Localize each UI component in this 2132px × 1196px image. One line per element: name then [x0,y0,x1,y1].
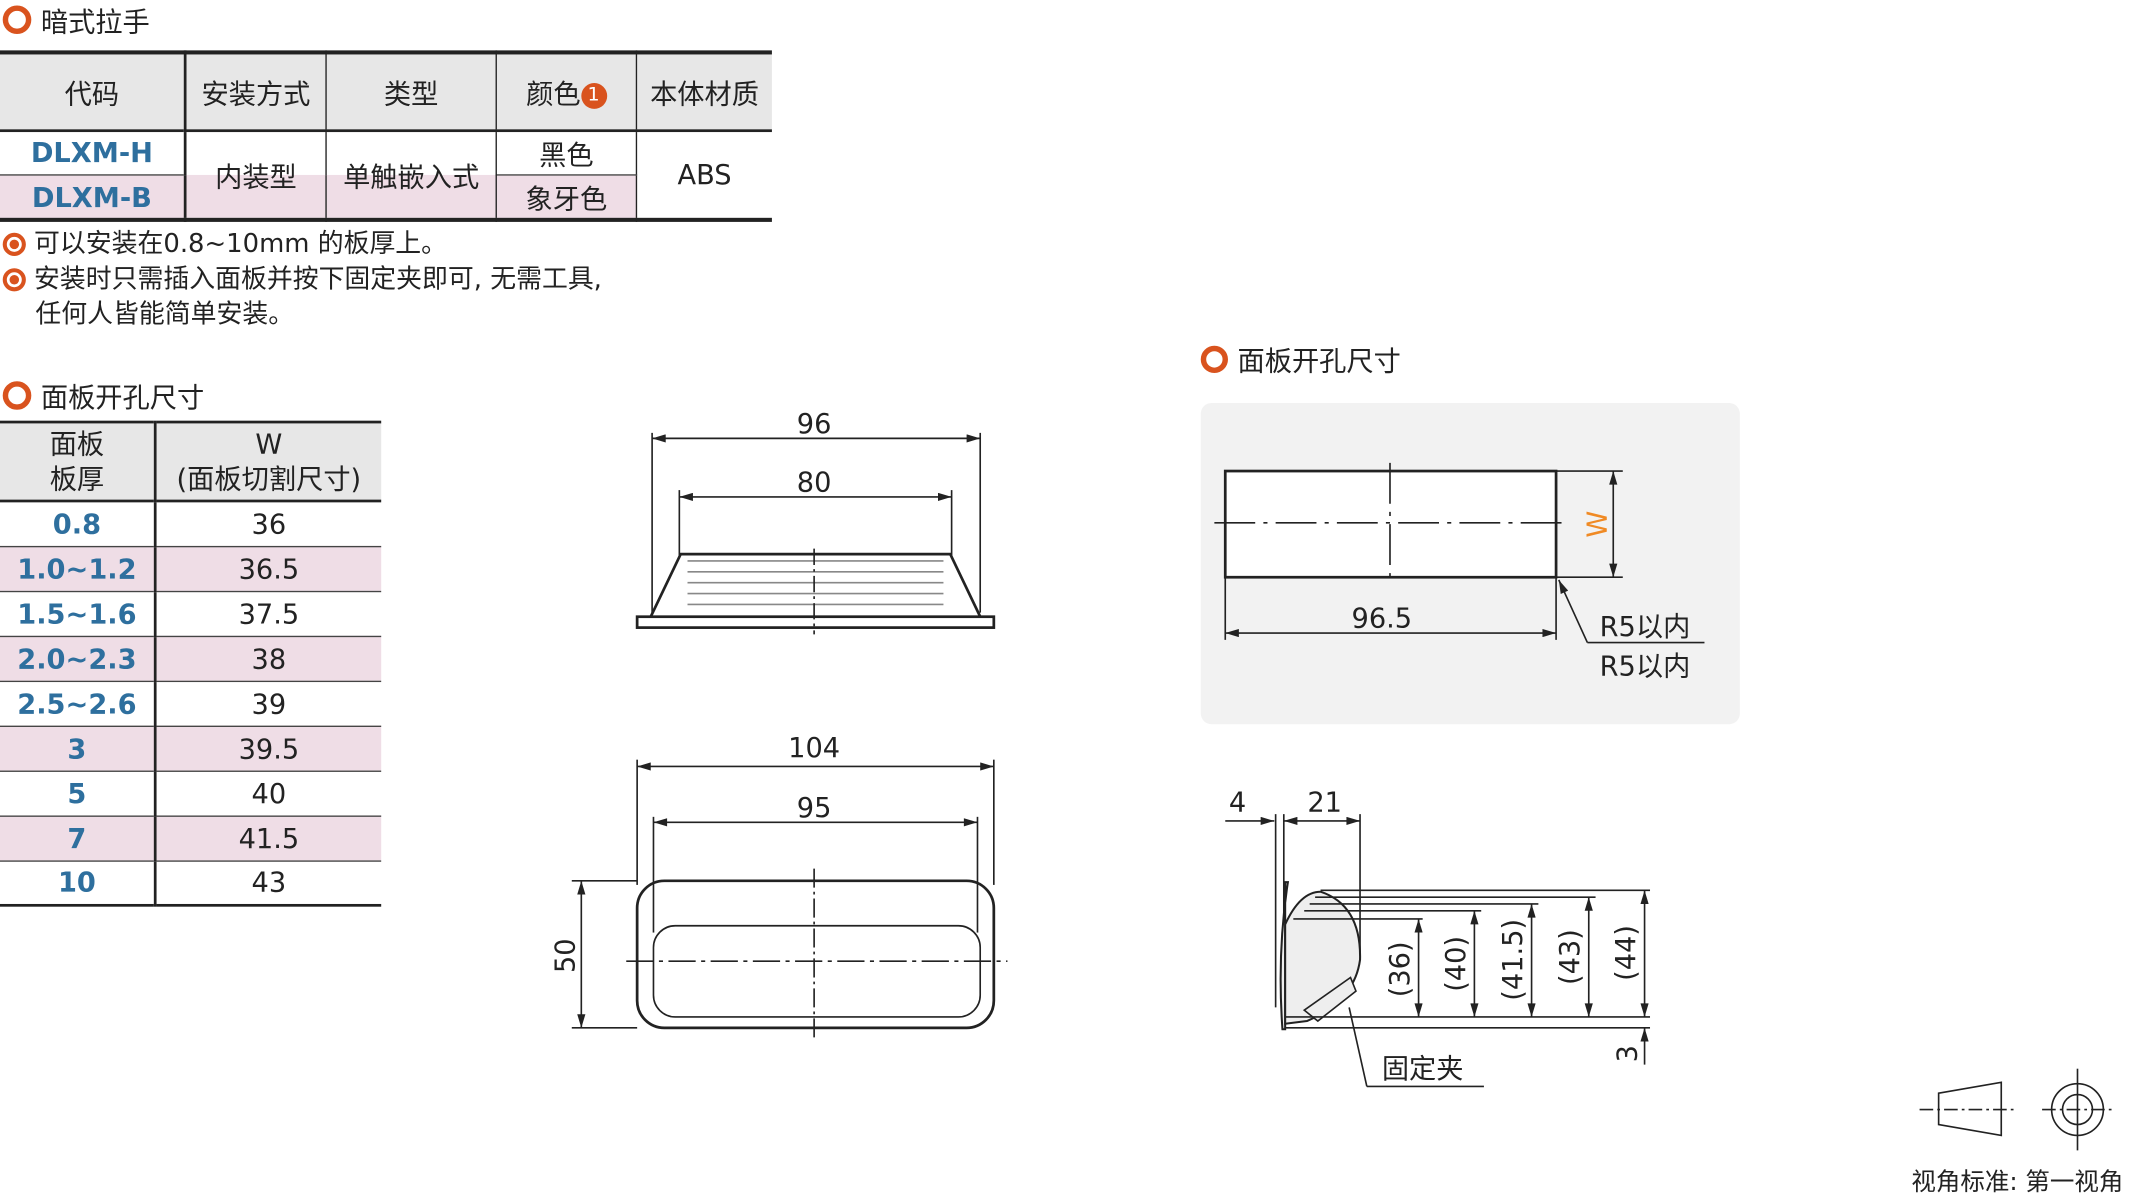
w-value: 38 [251,641,287,675]
w-value: 39 [251,686,287,720]
note-text: 任何人皆能简单安装。 [35,299,295,330]
color-note-badge: 1 [580,82,607,109]
bullet-icon [2,267,26,291]
note-2-cont: 任何人皆能简单安装。 [3,297,602,332]
install-cell: 内装型 [185,130,327,220]
note-text: 可以安装在0.8~10mm 的板厚上。 [34,228,448,259]
w-value: 36.5 [238,552,300,585]
dim-96-5: 96.5 [1352,604,1413,635]
header-install: 安装方式 [185,52,327,131]
radius-note: R5以内 [1600,612,1691,643]
section-title-text: 面板开孔尺寸 [40,381,205,414]
thickness-value: 10 [0,860,157,906]
radius-note-2: R5以内 [1600,651,1691,682]
dim-96: 96 [797,409,832,440]
header-line: 板厚 [49,462,105,496]
dim-95: 95 [797,793,832,824]
w-value: 39.5 [238,731,300,765]
dim-50: 50 [551,938,582,973]
header-color-text: 颜色 [526,77,581,110]
material-cell: ABS [677,158,732,191]
thickness-value: 2.5~2.6 [0,680,157,726]
color-black: 黑色 [496,130,638,176]
header-line: (面板切割尺寸) [176,462,362,496]
thickness-value: 3 [0,725,157,771]
dim-80: 80 [797,467,832,498]
dim-3: 3 [1612,1045,1643,1062]
bullet-icon [2,232,26,256]
note-1: 可以安装在0.8~10mm 的板厚上。 [2,226,602,261]
w-value: 41.5 [238,821,300,855]
header-thickness: 面板板厚 [0,422,157,501]
thickness-value: 1.5~1.6 [0,590,157,636]
w-value: 37.5 [238,596,300,630]
w-value: 36 [251,507,287,541]
type-cell: 单触嵌入式 [326,130,497,220]
dim-43: (43) [1555,929,1586,985]
w-value: 43 [251,866,287,899]
dim-w: W [1582,511,1613,538]
header-line: W [255,427,283,461]
header-type: 类型 [326,52,497,131]
header-code: 代码 [0,52,187,131]
top-view [571,759,1008,1042]
cutout-title: 面板开孔尺寸 [1200,345,1401,377]
first-angle-projection-icon [1919,1068,2116,1151]
thickness-row: 0.8 36 [0,500,382,546]
code-dlxm-b: DLXM-B [0,174,187,220]
header-material: 本体材质 [650,77,759,110]
section-title-text: 暗式拉手 [40,5,150,39]
section-title-handle: 暗式拉手 [2,0,150,39]
thickness-value: 0.8 [0,500,157,546]
thickness-row: 2.0~2.3 38 [0,635,382,681]
thickness-value: 7 [0,815,157,861]
dim-40: (40) [1441,936,1472,992]
dim-4: 4 [1229,787,1246,818]
thickness-row: 1.0~1.2 36.5 [0,545,382,591]
front-view [635,432,996,635]
code-dlxm-h: DLXM-H [0,130,187,176]
thickness-row: 1.5~1.6 37.5 [0,590,382,636]
cutout-title-text: 面板开孔尺寸 [1238,346,1401,377]
color-ivory: 象牙色 [496,174,638,220]
header-w: W(面板切割尺寸) [155,422,381,501]
section-title-cutout: 面板开孔尺寸 [2,376,205,415]
dim-21: 21 [1307,787,1342,818]
side-view [1225,814,1651,1088]
note-2: 安装时只需插入面板并按下固定夹即可, 无需工具, [2,261,602,296]
notes: 可以安装在0.8~10mm 的板厚上。 安装时只需插入面板并按下固定夹即可, 无… [2,226,602,332]
thickness-row: 10 43 [0,860,381,906]
note-text: 安装时只需插入面板并按下固定夹即可, 无需工具, [34,264,602,295]
dim-44: (44) [1611,925,1642,981]
header-line: 面板 [49,427,105,461]
section-ring-icon [2,5,32,35]
dim-41-5: (41.5) [1498,919,1529,1001]
thickness-row: 2.5~2.6 39 [0,680,382,726]
cutout-drawing [1214,462,1705,644]
thickness-value: 5 [0,770,157,816]
section-ring-icon [2,381,32,410]
thickness-row: 5 40 [0,770,382,816]
dim-36: (36) [1385,941,1416,997]
projection-label: 视角标准: 第一视角 [1911,1167,2123,1195]
w-value: 40 [251,776,287,810]
thickness-value: 1.0~1.2 [0,545,157,591]
dim-104: 104 [788,733,840,764]
thickness-value: 2.0~2.3 [0,635,157,681]
clip-label: 固定夹 [1382,1054,1464,1085]
